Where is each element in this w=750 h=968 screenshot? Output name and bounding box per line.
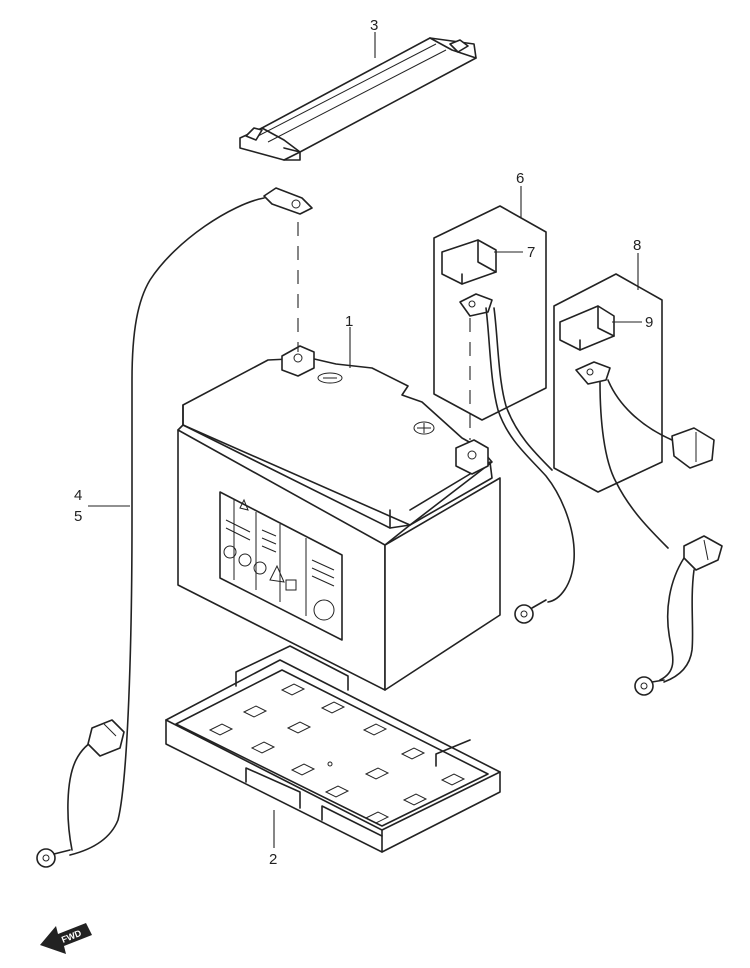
battery-tray [165, 645, 501, 853]
callout-1: 1 [345, 313, 353, 330]
positive-cable-branch [553, 273, 723, 696]
callout-3: 3 [370, 17, 378, 34]
positive-cable [433, 205, 575, 624]
battery-strap [239, 37, 477, 161]
fwd-arrow-icon: FWD [40, 923, 92, 954]
negative-lead [36, 187, 313, 868]
callout-7: 7 [527, 244, 535, 261]
callout-6: 6 [516, 170, 524, 187]
callout-5: 5 [74, 508, 82, 525]
callout-4: 4 [74, 487, 82, 504]
battery [177, 345, 501, 691]
callout-8: 8 [633, 237, 641, 254]
callout-2: 2 [269, 851, 277, 868]
callout-9: 9 [645, 314, 653, 331]
